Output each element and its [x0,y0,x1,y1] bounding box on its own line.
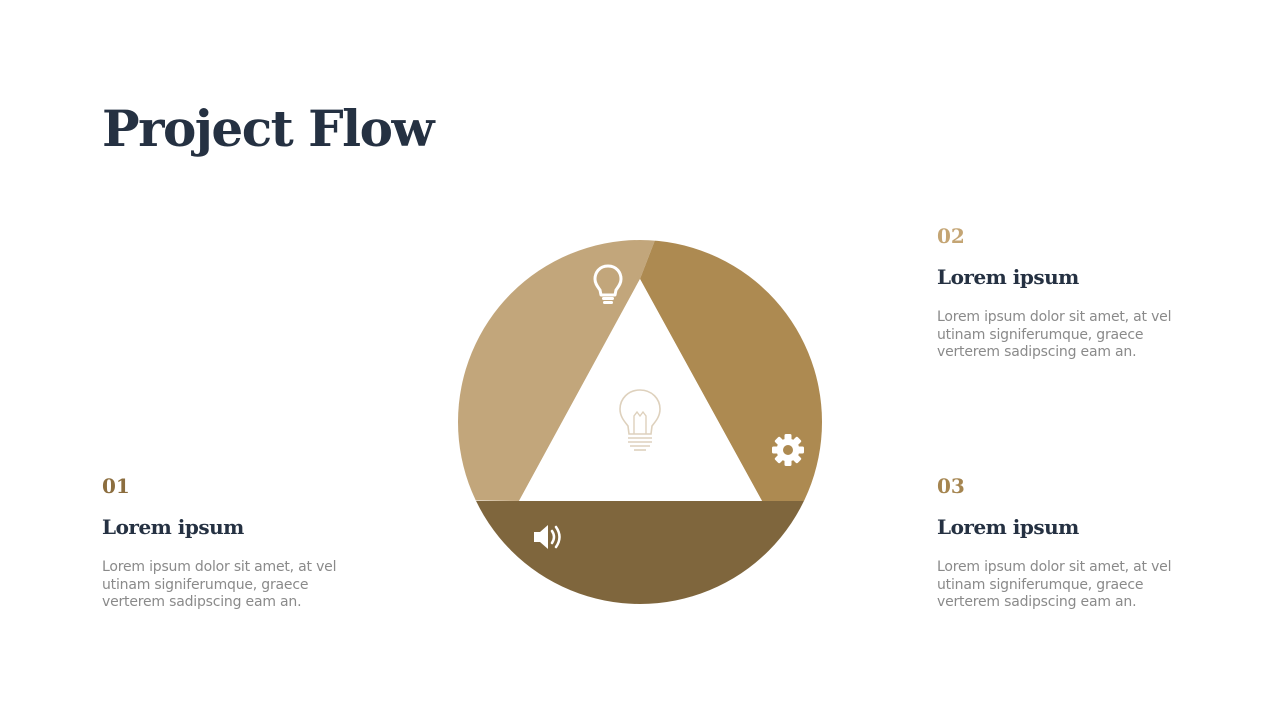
step-02: 02 Lorem ipsum Lorem ipsum dolor sit ame… [937,224,1197,362]
lightbulb-outline-icon [619,389,661,451]
step-01: 01 Lorem ipsum Lorem ipsum dolor sit ame… [102,474,362,612]
step-heading: Lorem ipsum [102,515,244,539]
slide-title: Project Flow [102,99,435,158]
step-number: 01 [102,474,130,498]
step-description: Lorem ipsum dolor sit amet, at vel utina… [937,559,1172,610]
cycle-diagram [458,240,822,604]
step-description: Lorem ipsum dolor sit amet, at vel utina… [937,309,1172,360]
gear-icon [772,434,804,466]
step-number: 03 [937,474,965,498]
speaker-icon [534,525,561,549]
step-03: 03 Lorem ipsum Lorem ipsum dolor sit ame… [937,474,1197,612]
cycle-segment-3 [458,501,822,604]
lightbulb-icon [593,264,623,304]
step-heading: Lorem ipsum [937,265,1079,289]
step-description: Lorem ipsum dolor sit amet, at vel utina… [102,559,337,610]
step-number: 02 [937,224,965,248]
step-heading: Lorem ipsum [937,515,1079,539]
